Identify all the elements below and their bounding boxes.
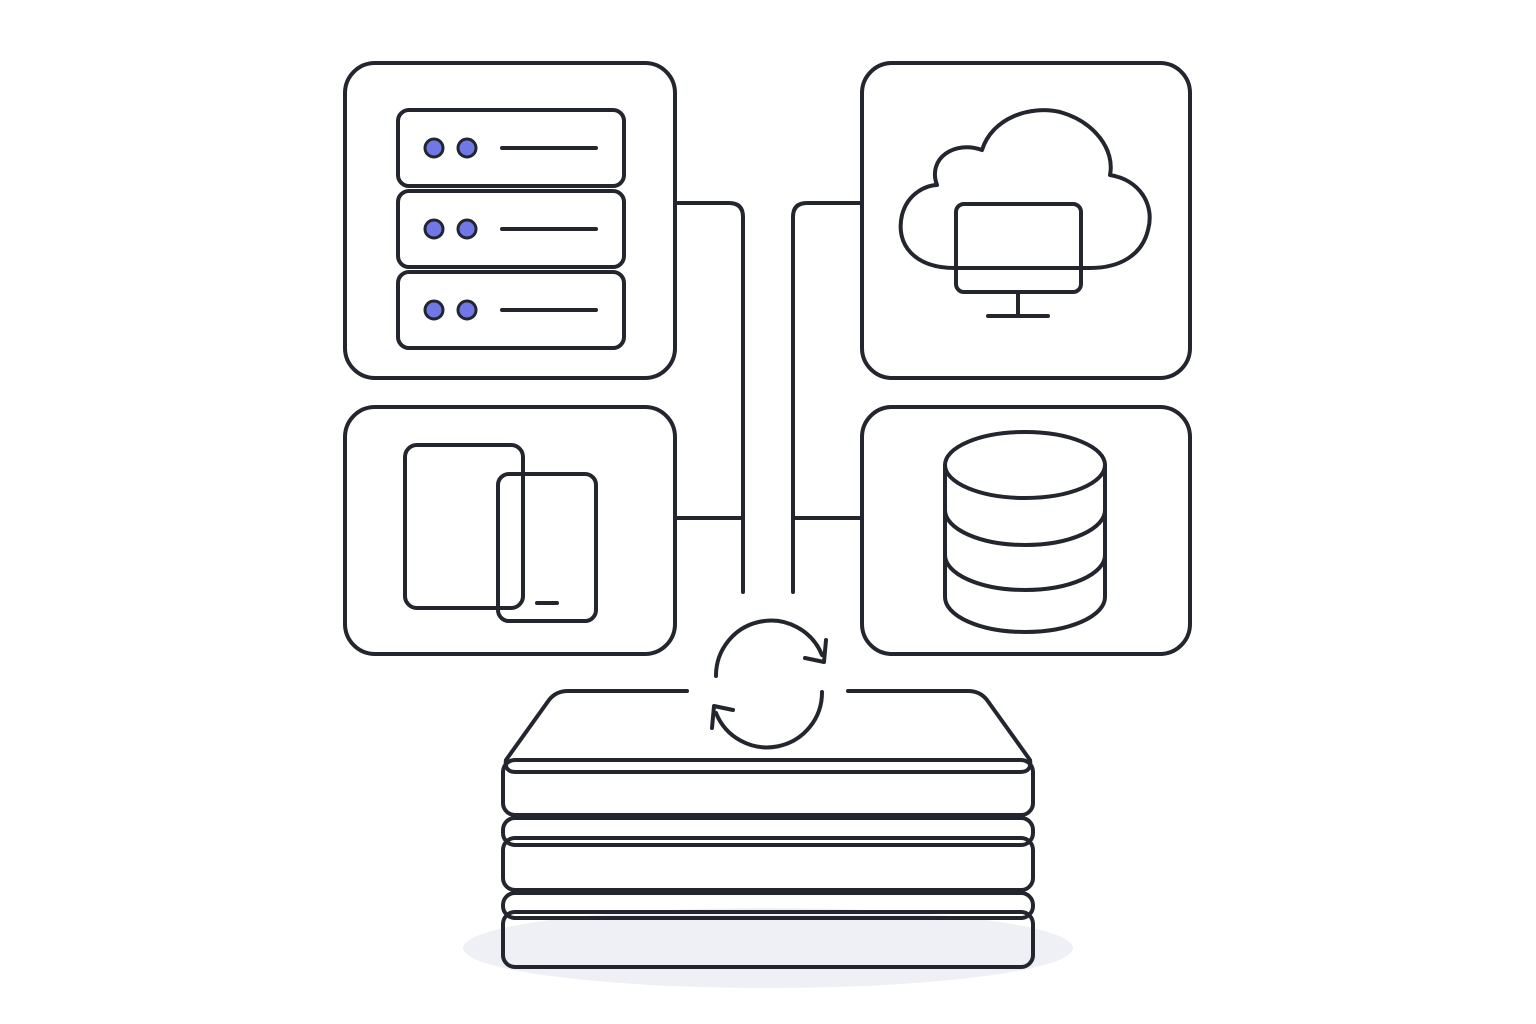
server-rack-icon: [396, 108, 626, 350]
platform-layer-mint: [501, 891, 1035, 920]
platform-layer-lavender: [501, 758, 1035, 817]
sync-arrows-icon: [710, 618, 828, 750]
platform-stack: [463, 689, 1073, 988]
platform-layer-navy: [501, 836, 1035, 892]
platform-layer-mint-light: [501, 910, 1035, 969]
platform-layer-navy-top: [501, 816, 1035, 847]
connector-lines: [674, 201, 864, 594]
database-card: [860, 405, 1192, 656]
database-icon: [943, 430, 1107, 634]
devices-card: [343, 405, 677, 656]
cloud-card: [860, 61, 1192, 380]
layered-platform-icon: [501, 689, 1035, 969]
cloud-monitor-icon: [898, 108, 1152, 318]
mobile-devices-icon: [403, 443, 598, 623]
connector-servers: [674, 201, 745, 594]
platform-top-surface: [503, 689, 1033, 774]
connector-cloud: [791, 201, 864, 594]
servers-card: [343, 61, 677, 380]
